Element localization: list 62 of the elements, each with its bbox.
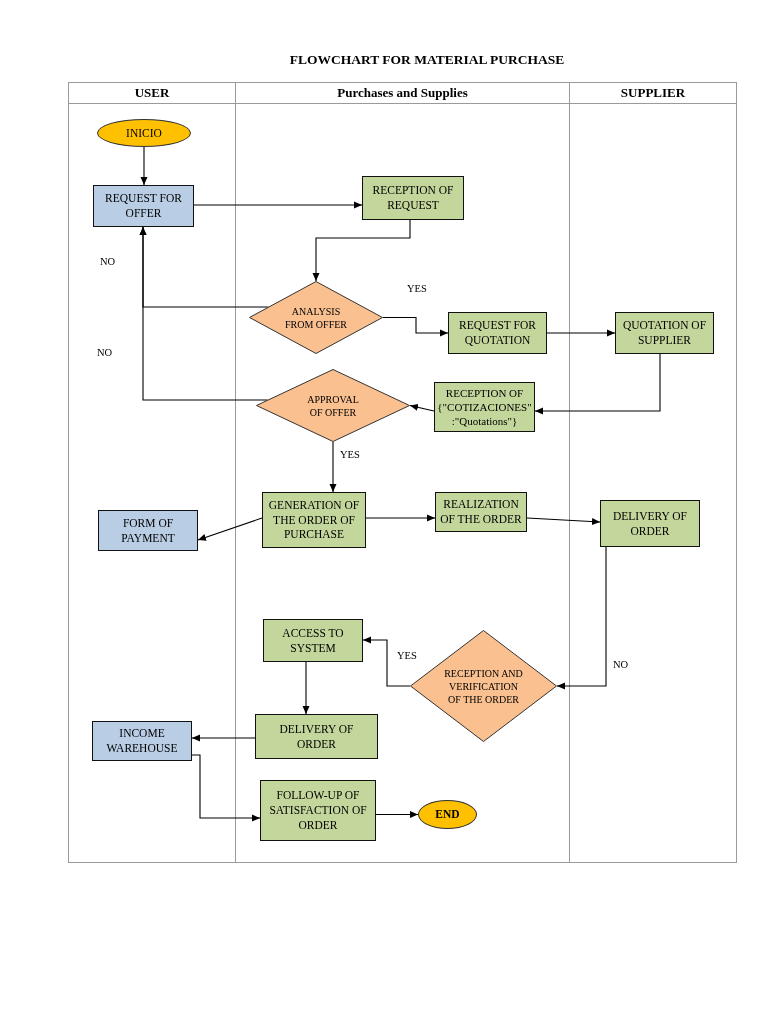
step-label: ANALYSIS FROM OFFER — [284, 304, 348, 331]
edge-label: NO — [612, 659, 630, 671]
lane-heading: SUPPLIER — [620, 84, 686, 102]
flow-arrow — [140, 146, 148, 186]
process-box — [362, 176, 464, 220]
process-box — [92, 721, 192, 761]
step-label: REQUEST FOR OFFER — [104, 191, 183, 221]
lane-heading: Purchases and Supplies — [337, 84, 468, 102]
process-box — [448, 312, 547, 354]
decision-diamond — [256, 369, 410, 442]
swimlane — [569, 82, 737, 863]
step-label: REQUEST FOR QUOTATION — [458, 318, 537, 348]
decision-diamond — [249, 281, 383, 354]
step-label: FORM OF PAYMENT — [120, 515, 176, 546]
step-label: INICIO — [126, 125, 162, 141]
step-label: DELIVERY OF ORDER — [278, 721, 355, 752]
flow-arrow — [329, 441, 337, 493]
diagram-title: FLOWCHART FOR MATERIAL PURCHASE — [289, 52, 565, 68]
step-label: RECEPTION AND VERIFICATION OF THE ORDER — [443, 666, 524, 706]
flow-arrow — [546, 329, 616, 337]
flow-arrow — [193, 201, 363, 209]
step-label: RECEPTION OF {"COTIZACIONES":"Quotations"} — [437, 385, 532, 429]
flow-arrow — [139, 226, 269, 401]
step-label: ACCESS TO SYSTEM — [281, 625, 345, 656]
flow-arrow — [526, 517, 601, 526]
flow-arrow — [312, 219, 411, 282]
step-label: INCOME WAREHOUSE — [105, 726, 179, 756]
edge-label: YES — [339, 449, 361, 461]
process-box — [263, 619, 363, 662]
lane-heading: USER — [134, 84, 170, 102]
edge-label: NO — [99, 256, 117, 268]
flow-arrow — [375, 811, 419, 818]
flow-arrow — [191, 754, 261, 822]
process-box — [93, 185, 194, 227]
flow-arrow — [365, 514, 436, 522]
step-label: FOLLOW-UP OF SATISFACTION OF ORDER — [268, 788, 368, 833]
step-label: DELIVERY OF ORDER — [612, 508, 688, 539]
step-label: RECEPTION OF REQUEST — [371, 183, 455, 213]
process-box — [600, 500, 700, 547]
flow-arrow — [191, 734, 256, 742]
edge-label: YES — [406, 283, 428, 295]
edge-label: NO — [96, 347, 114, 359]
step-label: APPROVAL OF OFFER — [306, 392, 360, 419]
process-box — [255, 714, 378, 759]
step-label: QUOTATION OF SUPPLIER — [621, 318, 708, 348]
process-box — [615, 312, 714, 354]
edge-label: YES — [396, 650, 418, 662]
process-box — [98, 510, 198, 551]
swimlane — [68, 82, 236, 863]
flow-arrow — [556, 546, 607, 690]
step-label: REALIZATION OF THE ORDER — [439, 497, 523, 527]
flow-arrow — [382, 316, 449, 337]
flow-arrow — [534, 353, 661, 415]
flow-arrow — [197, 517, 263, 541]
step-label: GENERATION OF THE ORDER OF PURCHASE — [267, 497, 361, 543]
swimlane — [235, 82, 570, 863]
process-box — [260, 780, 376, 841]
terminal-oval — [418, 800, 477, 829]
flow-arrow — [302, 661, 310, 715]
step-label: END — [435, 807, 460, 822]
flow-arrow — [362, 636, 411, 687]
flow-arrow — [409, 403, 435, 412]
